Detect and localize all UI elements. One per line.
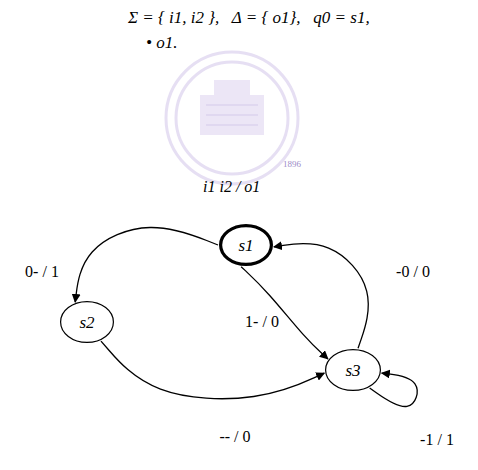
io-legend-label: i1 i2 / o1 xyxy=(203,178,260,196)
watermark-text: 1896 xyxy=(283,160,301,170)
state-name: s2 xyxy=(79,314,94,331)
state-name: s3 xyxy=(345,362,360,379)
formal-definition: • o1. xyxy=(146,34,177,53)
transition-label: 0- / 1 xyxy=(23,263,61,281)
formal-definition: Σ = { i1, i2 }, Δ = { o1}, q0 = s1, xyxy=(128,9,370,28)
transition-arrow xyxy=(274,244,368,349)
transition-arrow xyxy=(101,341,324,399)
transition-label: -0 / 0 xyxy=(394,263,432,281)
state-circle: s1 xyxy=(219,224,273,266)
state-circle: s2 xyxy=(60,301,114,343)
transition-label: 1- / 0 xyxy=(243,313,281,331)
transition-arrow xyxy=(241,267,328,359)
transition-arrow xyxy=(75,227,218,302)
state-name: s1 xyxy=(238,237,253,254)
transition-label: -1 / 1 xyxy=(418,431,456,449)
state-circle: s3 xyxy=(325,349,381,391)
transition-label: -- / 0 xyxy=(217,428,252,446)
